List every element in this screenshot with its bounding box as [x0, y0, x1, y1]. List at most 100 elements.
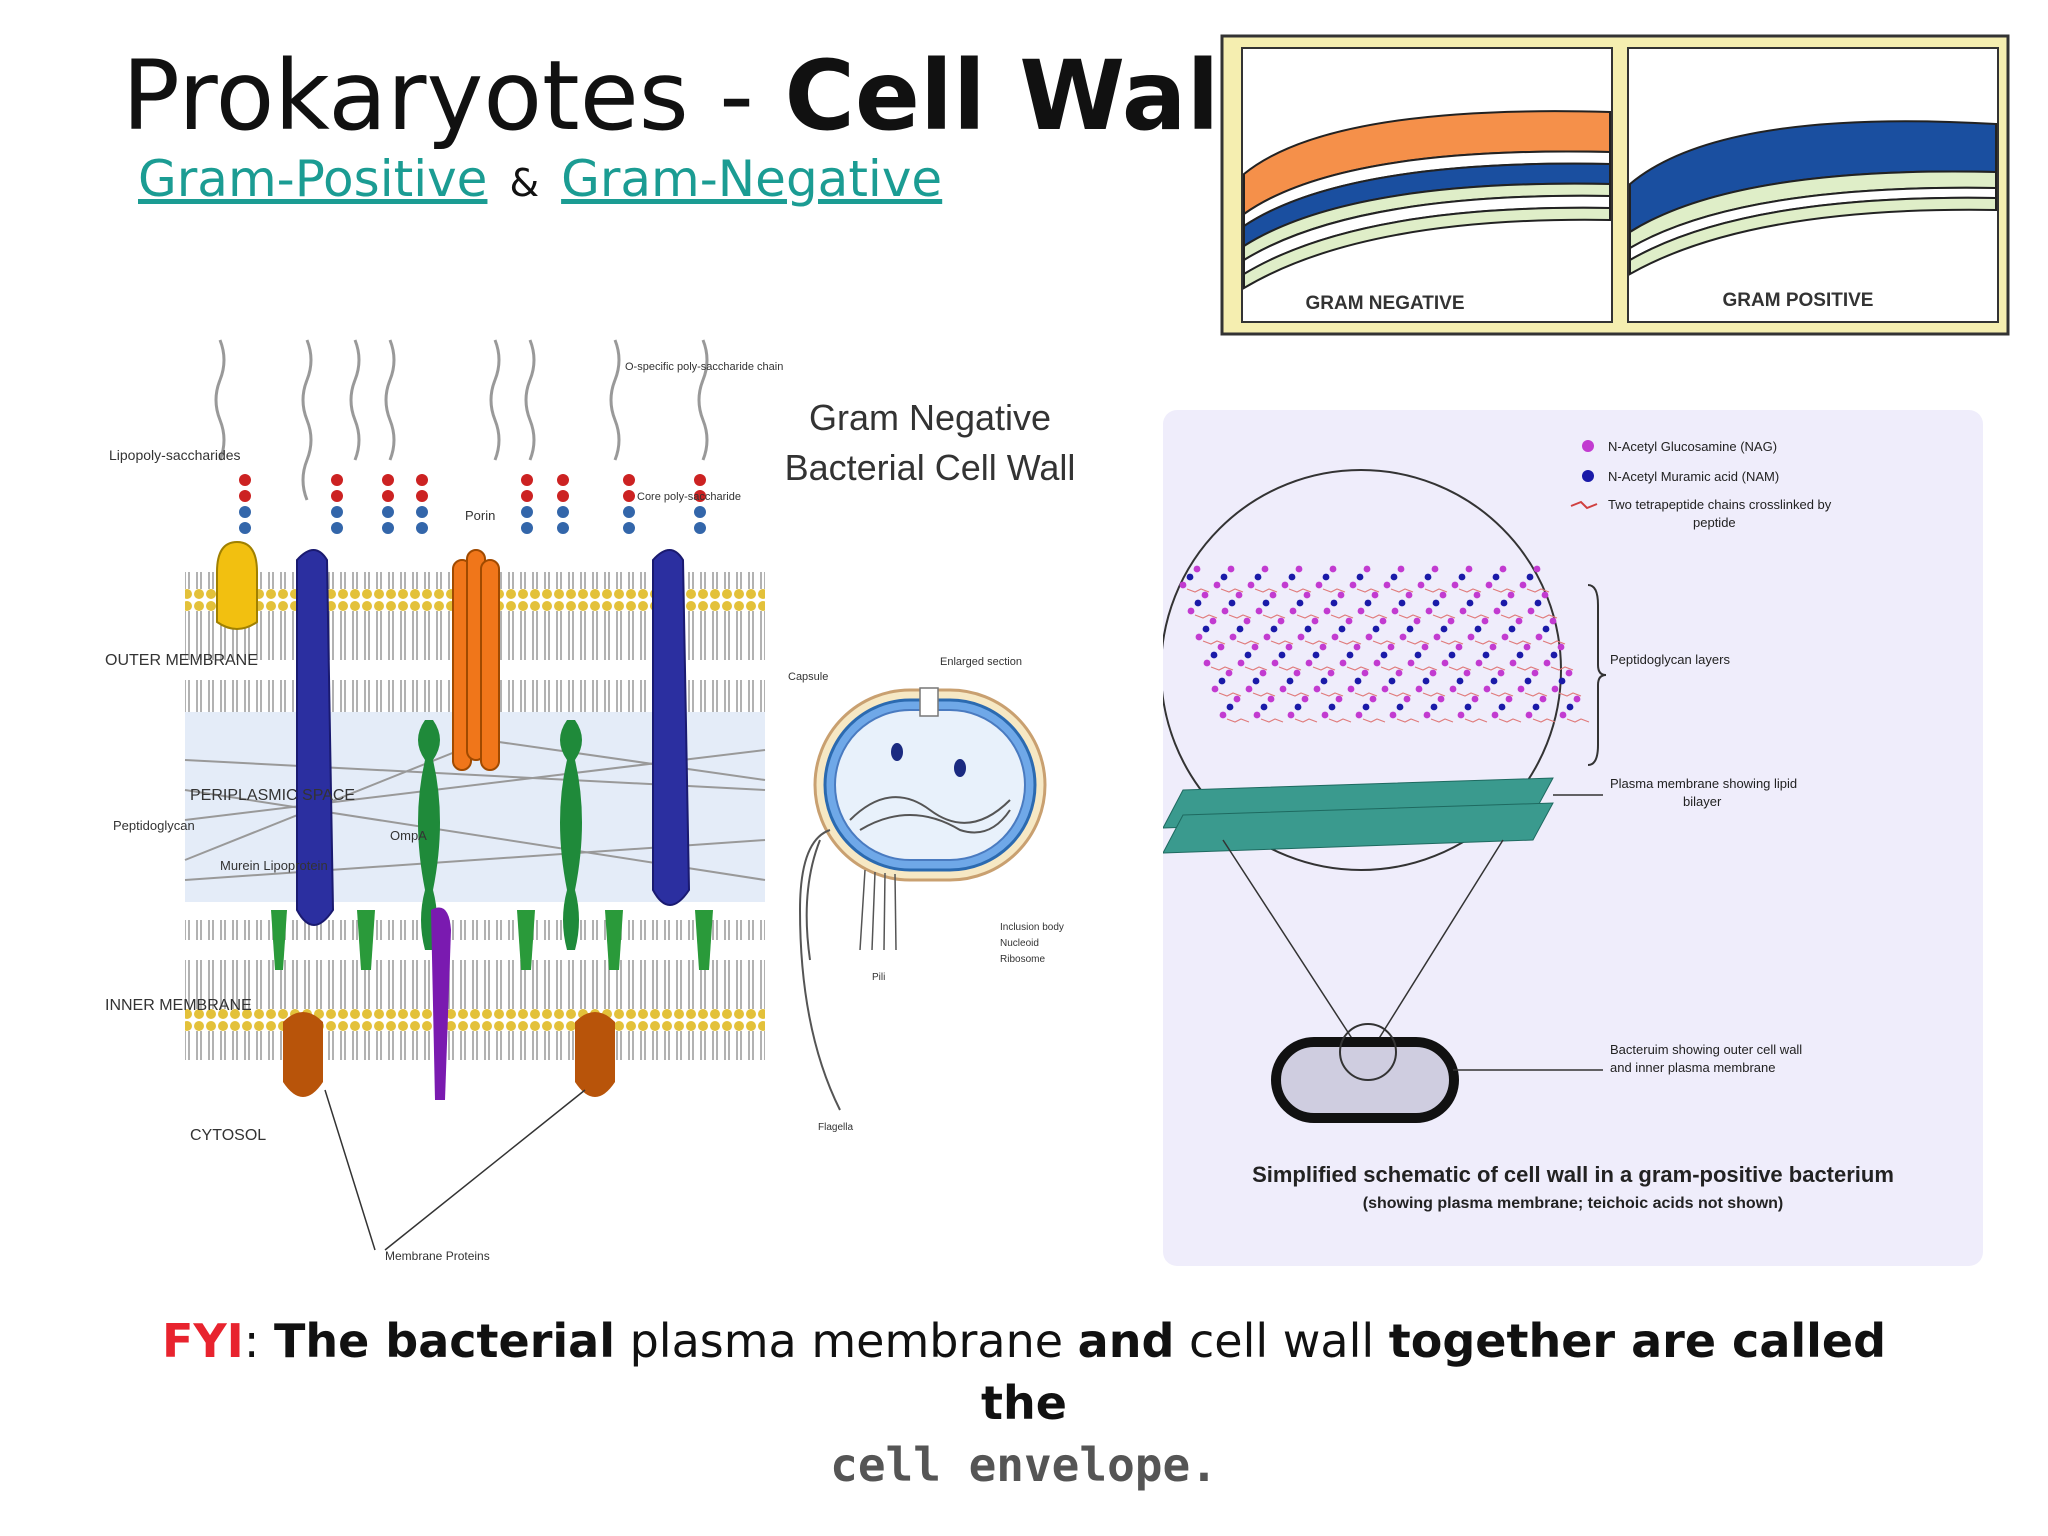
- peptidoglycan-sugar: [1363, 565, 1371, 573]
- title-bold: Cell Wall: [784, 40, 1253, 152]
- peptide-crosslink: [1414, 666, 1438, 671]
- legend-nag: N-Acetyl Glucosamine (NAG): [1608, 439, 1777, 454]
- label-plasma-1: Plasma membrane showing lipid: [1610, 776, 1797, 791]
- fyi-part1: The bacterial: [273, 1314, 615, 1368]
- peptidoglycan-sugar: [1247, 581, 1255, 589]
- peptidoglycan-sugar: [1262, 599, 1270, 607]
- peptidoglycan-sugar: [1437, 695, 1445, 703]
- peptidoglycan-sugar: [1455, 643, 1463, 651]
- peptidoglycan-sugar: [1362, 703, 1370, 711]
- peptidoglycan-sugar: [1322, 573, 1330, 581]
- peptidoglycan-sugar: [1278, 651, 1286, 659]
- peptidoglycan-sugar: [1390, 573, 1398, 581]
- peptidoglycan-sugar: [1441, 659, 1449, 667]
- peptidoglycan-brace: [1587, 584, 1607, 766]
- peptidoglycan-sugar: [1331, 633, 1339, 641]
- label-lps: Lipopoly-saccharides: [109, 447, 241, 463]
- label-o-chain: O-specific poly-saccharide chain (3-8 un…: [625, 361, 785, 373]
- peptidoglycan-sugar: [1525, 711, 1533, 719]
- inner-protein-1: [283, 1012, 323, 1097]
- peptidoglycan-sugar: [1498, 703, 1506, 711]
- peptidoglycan-sugar: [1353, 643, 1361, 651]
- peptidoglycan-sugar: [1236, 625, 1244, 633]
- peptidoglycan-sugar: [1474, 625, 1482, 633]
- subtitle-ampersand: &: [509, 161, 540, 205]
- peptidoglycan-sugar: [1406, 625, 1414, 633]
- gram-negative-link[interactable]: Gram-Negative: [561, 150, 943, 208]
- peptidoglycan-sugar: [1519, 581, 1527, 589]
- peptide-crosslink: [1346, 666, 1370, 671]
- peptide-crosslink: [1474, 640, 1498, 645]
- peptidoglycan-sugar: [1440, 625, 1448, 633]
- peptide-crosslink: [1526, 588, 1550, 593]
- label-enlarged: Enlarged section: [940, 656, 1022, 668]
- gram-positive-link[interactable]: Gram-Positive: [138, 150, 488, 208]
- membrane-diagram: Lipopoly-saccharides OUTER MEMBRANE PERI…: [105, 339, 785, 1263]
- peptide-crosslink: [1278, 666, 1302, 671]
- peptidoglycan-sugar: [1320, 677, 1328, 685]
- peptidoglycan-sugar: [1260, 703, 1268, 711]
- label-flagella: Flagella: [818, 1122, 853, 1133]
- peptidoglycan-sugar: [1550, 651, 1558, 659]
- label-porin: Porin: [465, 508, 495, 523]
- peptidoglycan-sugar: [1347, 685, 1355, 693]
- peptidoglycan-sugar: [1539, 695, 1547, 703]
- peptidoglycan-sugar: [1407, 659, 1415, 667]
- peptidoglycan-sugar: [1186, 573, 1194, 581]
- peptide-crosslink: [1396, 718, 1420, 723]
- gram-negative-layers: [1243, 110, 1611, 290]
- peptide-crosslink: [1558, 692, 1582, 697]
- peptidoglycan-sugar: [1421, 643, 1429, 651]
- peptidoglycan-sugar: [1383, 581, 1391, 589]
- peptidoglycan-sugar: [1422, 677, 1430, 685]
- fyi-part2: plasma membrane: [614, 1314, 1078, 1368]
- peptidoglycan-grid: [1179, 565, 1590, 723]
- peptide-crosslink: [1262, 614, 1286, 619]
- peptidoglycan-sugar: [1259, 669, 1267, 677]
- peptidoglycan-sugar: [1227, 565, 1235, 573]
- peptidoglycan-sugar: [1312, 651, 1320, 659]
- peptidoglycan-sugar: [1304, 625, 1312, 633]
- plasma-membrane-sheet: [1163, 777, 1554, 854]
- peptide-crosslink: [1432, 614, 1456, 619]
- murein-lipoprotein: [296, 549, 335, 926]
- peptidoglycan-sugar: [1209, 617, 1217, 625]
- peptidoglycan-sugar: [1523, 643, 1531, 651]
- peptide-crosslink: [1194, 614, 1218, 619]
- peptidoglycan-sugar: [1549, 617, 1557, 625]
- cell-diagram: Gram Negative Bacterial Cell Wall Capsul…: [785, 397, 1076, 1133]
- peptide-crosslink: [1456, 692, 1480, 697]
- peptidoglycan-sugar: [1449, 685, 1457, 693]
- gram-positive-schematic: N-Acetyl Glucosamine (NAG) N-Acetyl Mura…: [1163, 410, 1983, 1266]
- peptidoglycan-sugar: [1447, 617, 1455, 625]
- porin-protein: [452, 549, 500, 771]
- peptidoglycan-sugar: [1497, 669, 1505, 677]
- peptidoglycan-sugar: [1493, 607, 1501, 615]
- peptide-crosslink: [1294, 718, 1318, 723]
- peptidoglycan-sugar: [1201, 591, 1209, 599]
- peptidoglycan-sugar: [1267, 695, 1275, 703]
- label-nucleoid: Nucleoid: [1000, 938, 1039, 949]
- peptidoglycan-sugar: [1369, 695, 1377, 703]
- title-prefix: Prokaryotes -: [122, 40, 785, 152]
- inner-protein-purple: [431, 907, 451, 1100]
- peptidoglycan-sugar: [1424, 573, 1432, 581]
- peptide-crosslink: [1490, 692, 1514, 697]
- peptide-crosslink: [1524, 692, 1548, 697]
- label-core: Core poly-saccharide: [637, 491, 741, 503]
- peptide-crosslink: [1500, 614, 1524, 619]
- peptide-crosslink: [1328, 718, 1352, 723]
- peptidoglycan-sugar: [1301, 695, 1309, 703]
- peptidoglycan-sugar: [1490, 677, 1498, 685]
- peptidoglycan-sugar: [1505, 695, 1513, 703]
- peptide-crosslink: [1186, 588, 1210, 593]
- peptidoglycan-sugar: [1397, 565, 1405, 573]
- peptidoglycan-sugar: [1387, 643, 1395, 651]
- peptide-crosslink: [1372, 640, 1396, 645]
- nam-legend-dot: [1582, 470, 1594, 482]
- peptide-crosslink: [1270, 640, 1294, 645]
- fyi-part4: cell wall: [1174, 1314, 1389, 1368]
- label-membrane-proteins: Membrane Proteins: [385, 1249, 490, 1263]
- peptidoglycan-sugar: [1381, 685, 1389, 693]
- peptidoglycan-sugar: [1277, 617, 1285, 625]
